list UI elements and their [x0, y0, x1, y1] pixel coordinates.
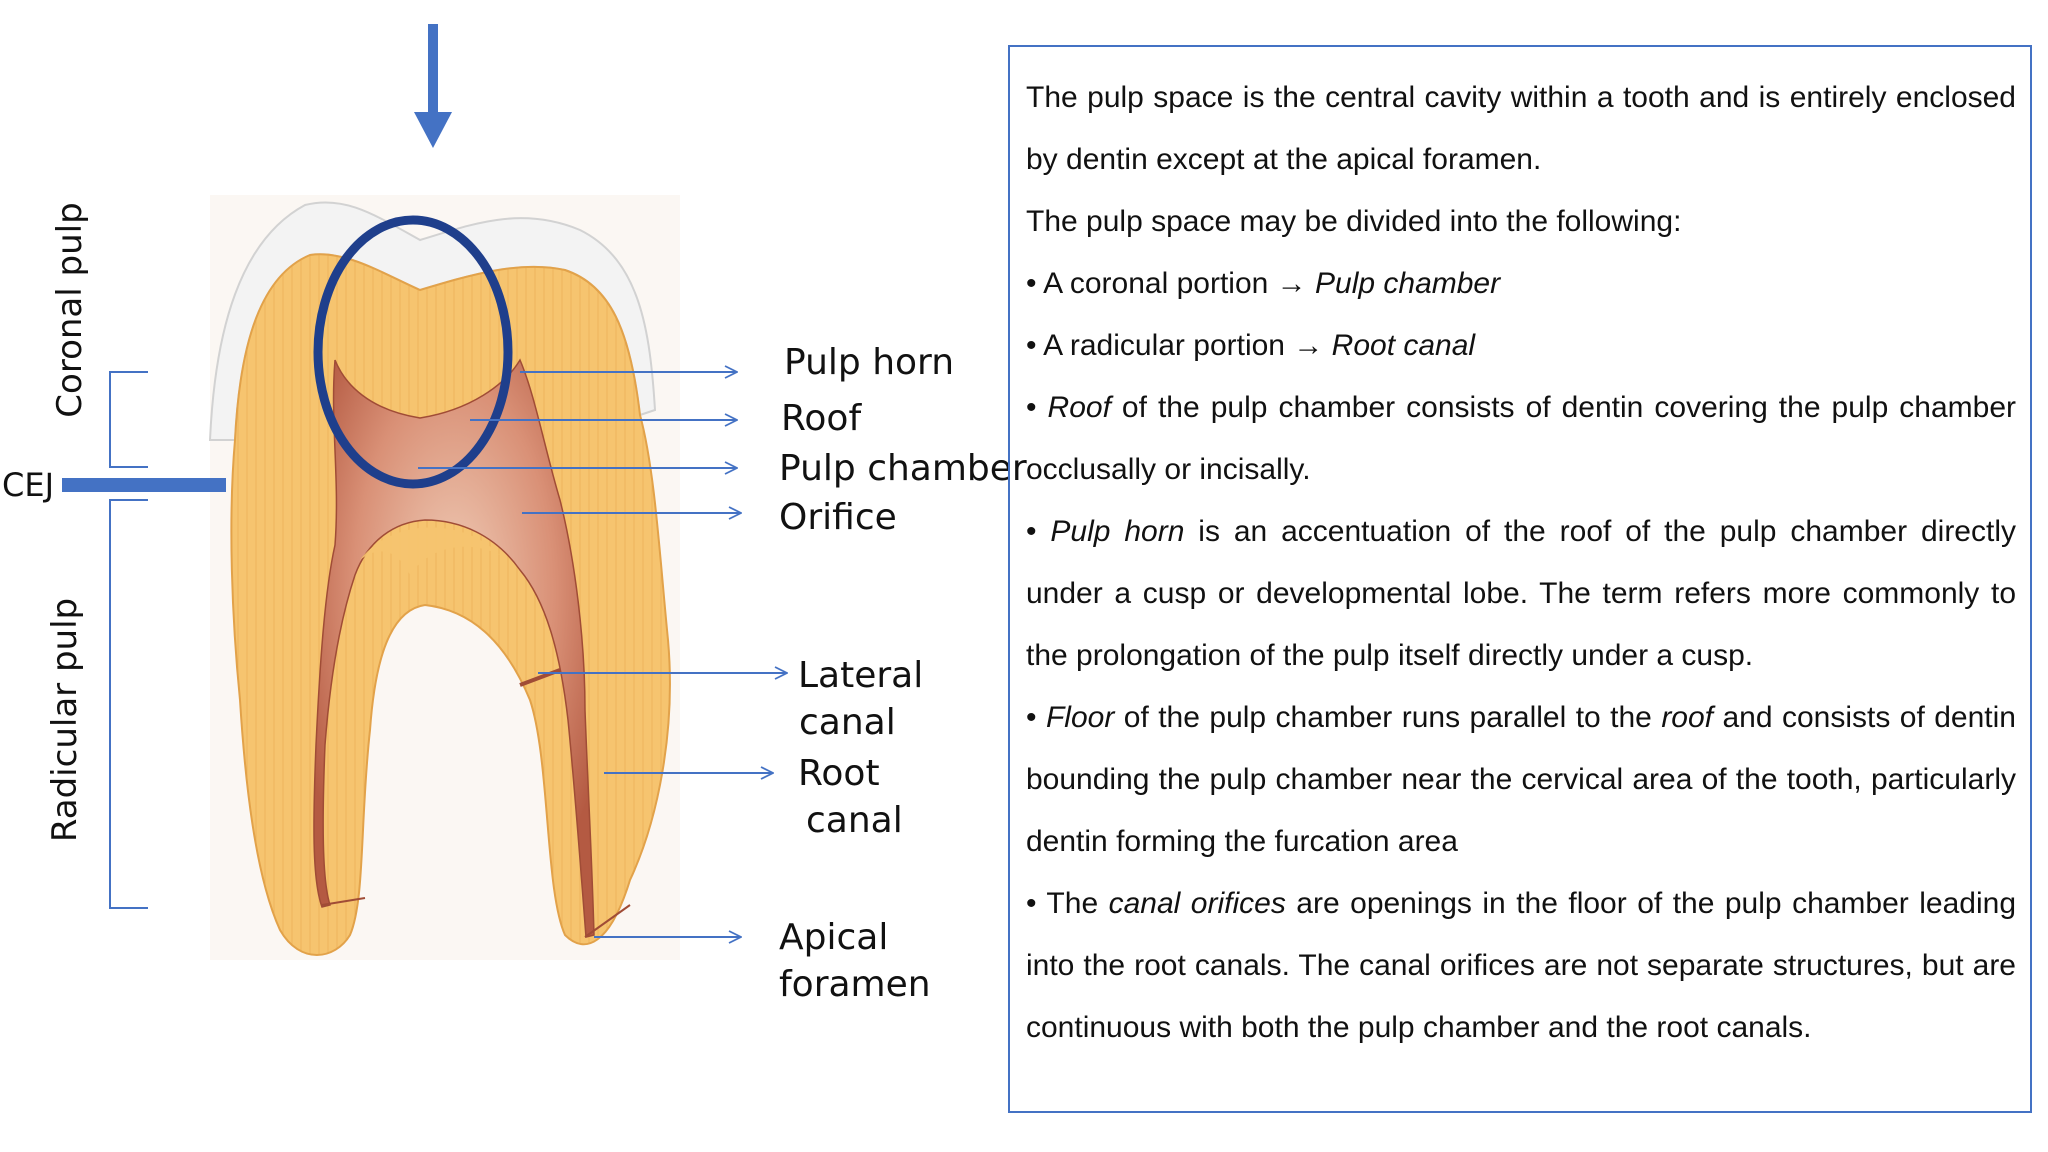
label-pulp-chamber: Pulp chamber	[779, 448, 1027, 489]
radicular-pulp-bracket	[109, 499, 148, 909]
crown-highlight-circle	[313, 215, 513, 489]
bullet-floor: • Floor of the pulp chamber runs paralle…	[1026, 687, 2016, 873]
bullet-floor-term-roof: roof	[1661, 701, 1714, 734]
bullet-pulp-horn-text: is an accentuation of the roof of the pu…	[1026, 515, 2016, 672]
bullet-coronal-term: Pulp chamber	[1315, 267, 1501, 300]
label-apical-foramen-line2: foramen	[779, 964, 931, 1005]
bullet-floor-mark: •	[1026, 701, 1046, 734]
coronal-pulp-bracket	[109, 371, 148, 468]
bullet-roof-term: Roof	[1047, 391, 1111, 424]
bullet-radicular: • A radicular portion → Root canal	[1026, 315, 2016, 377]
bullet-orifices-text-1: • The	[1026, 887, 1109, 920]
bullet-pulp-horn-mark: •	[1026, 515, 1051, 548]
para-divisions: The pulp space may be divided into the f…	[1026, 191, 2016, 253]
label-coronal-pulp: Coronal pulp	[50, 202, 90, 418]
description-box: The pulp space is the central cavity wit…	[1008, 45, 2032, 1113]
para-pulp-space: The pulp space is the central cavity wit…	[1026, 67, 2016, 191]
label-root-canal-line1: Root	[798, 753, 880, 794]
root-segment-lines	[321, 897, 631, 938]
furcation-dentin	[360, 527, 500, 575]
bullet-floor-text-2: and consists of dentin bounding the pulp…	[1026, 701, 2016, 858]
bullet-floor-term: Floor	[1045, 701, 1115, 734]
bullet-roof: • Roof of the pulp chamber consists of d…	[1026, 377, 2016, 501]
bullet-orifices-text-2: are openings in the floor of the pulp ch…	[1026, 887, 2017, 1044]
bullet-pulp-horn-term: Pulp horn	[1050, 515, 1185, 548]
label-root-canal-line2: canal	[806, 800, 903, 841]
para-divisions-text: The pulp space may be divided into the f…	[1026, 205, 1682, 238]
bullet-radicular-term: Root canal	[1331, 329, 1476, 362]
label-orifice: Orifice	[779, 497, 897, 538]
occlusal-arrow-head	[414, 112, 452, 148]
label-lateral-canal-line2: canal	[799, 702, 896, 743]
bullet-radicular-text: • A radicular portion →	[1026, 329, 1332, 362]
bullet-pulp-horn: • Pulp horn is an accentuation of the ro…	[1026, 501, 2016, 687]
label-lateral-canal-line1: Lateral	[798, 655, 924, 696]
label-roof: Roof	[781, 398, 862, 439]
bullet-orifices-term: canal orifices	[1108, 887, 1286, 920]
bullet-floor-text-1: of the pulp chamber runs parallel to the	[1114, 701, 1662, 734]
bullet-coronal: • A coronal portion → Pulp chamber	[1026, 253, 2016, 315]
tooth-diagram	[62, 24, 1010, 960]
bullet-roof-mark: •	[1026, 391, 1048, 424]
bullet-coronal-text: • A coronal portion →	[1026, 267, 1315, 300]
label-radicular-pulp: Radicular pulp	[45, 597, 85, 843]
label-pulp-horn: Pulp horn	[784, 342, 955, 383]
label-cej: CEJ	[2, 466, 54, 504]
label-apical-foramen-line1: Apical	[779, 917, 889, 958]
pulp-space	[313, 358, 595, 938]
bullet-roof-text: of the pulp chamber consists of dentin c…	[1026, 391, 2016, 486]
para-pulp-space-text: The pulp space is the central cavity wit…	[1026, 81, 2016, 176]
bullet-orifices: • The canal orifices are openings in the…	[1026, 873, 2016, 1059]
